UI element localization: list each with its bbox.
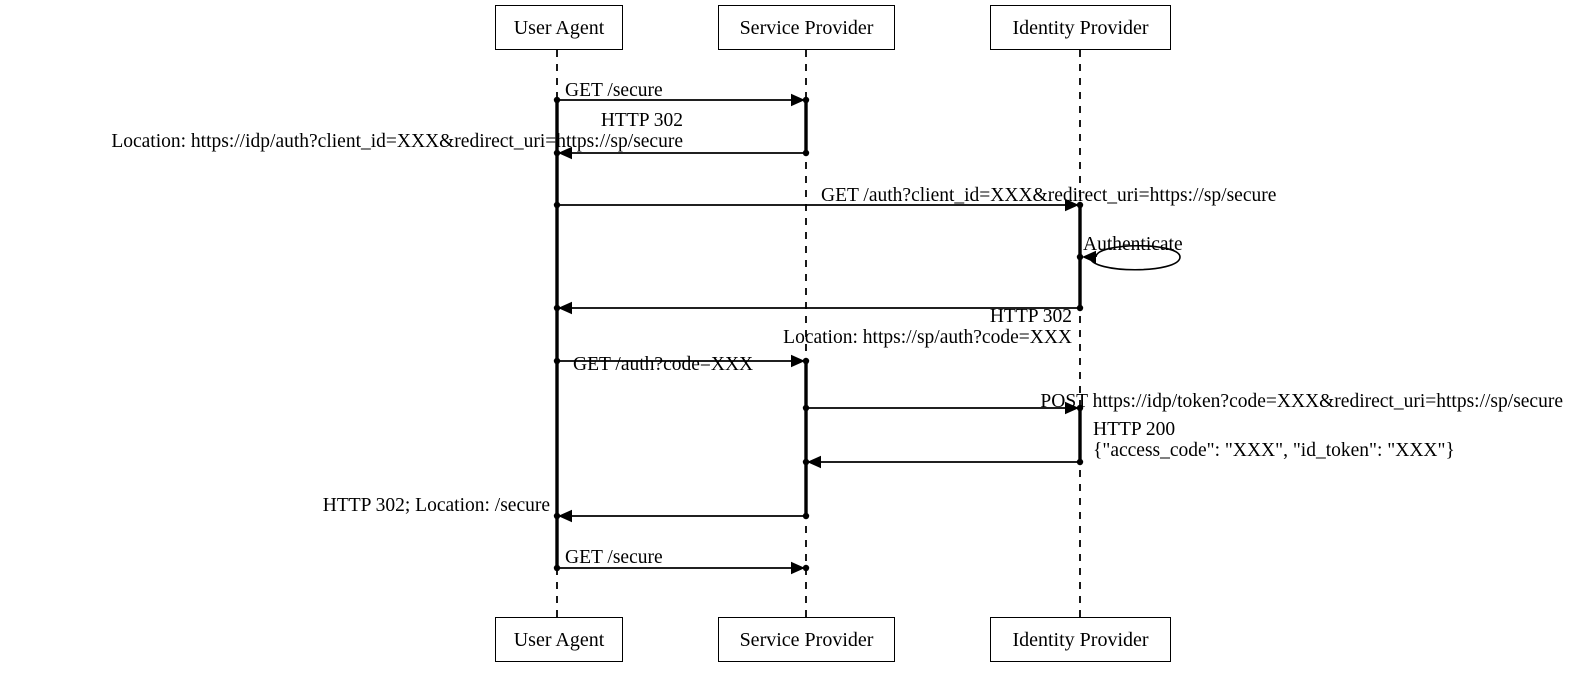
participant-header-ua[interactable]: User Agent [495,5,623,50]
participant-label: User Agent [513,16,605,39]
message-target-dot-m9 [553,512,561,520]
participant-label: Identity Provider [1012,628,1149,651]
message-source-dot-m2 [802,149,810,157]
message-source-dot-m10 [553,564,561,572]
participant-footer-idp[interactable]: Identity Provider [990,617,1171,662]
message-target-dot-m10 [802,564,810,572]
arrowhead-m8 [807,455,821,469]
participant-footer-ua[interactable]: User Agent [495,617,623,662]
message-target-dot-m5 [553,304,561,312]
arrowhead-m7 [1065,401,1079,415]
participant-label: Identity Provider [1012,16,1149,39]
participant-header-idp[interactable]: Identity Provider [990,5,1171,50]
arrowhead-m3 [1065,198,1079,212]
arrowhead-m10 [791,561,805,575]
message-source-dot-m6 [553,357,561,365]
message-target-dot-m2 [553,149,561,157]
participant-label: User Agent [513,628,605,651]
message-target-dot-m6 [802,357,810,365]
message-source-dot-m7 [802,404,810,412]
message-source-dot-m5 [1076,304,1084,312]
arrowhead-m6 [791,354,805,368]
message-target-dot-m7 [1076,404,1084,412]
participant-label: Service Provider [739,628,874,651]
participant-header-sp[interactable]: Service Provider [718,5,895,50]
message-target-dot-m8 [802,458,810,466]
message-source-dot-m3 [553,201,561,209]
participant-label: Service Provider [739,16,874,39]
message-source-dot-m9 [802,512,810,520]
message-target-dot-m1 [802,96,810,104]
arrowhead-m1 [791,93,805,107]
message-target-dot-m3 [1076,201,1084,209]
arrowhead-m4 [1082,250,1096,264]
self-message-arc-m4 [1089,245,1181,271]
arrowhead-m5 [558,301,572,315]
message-source-dot-m8 [1076,458,1084,466]
arrowhead-m9 [558,509,572,523]
arrowhead-m2 [558,146,572,160]
message-endpoint-m4 [1076,253,1084,261]
message-source-dot-m1 [553,96,561,104]
participant-footer-sp[interactable]: Service Provider [718,617,895,662]
